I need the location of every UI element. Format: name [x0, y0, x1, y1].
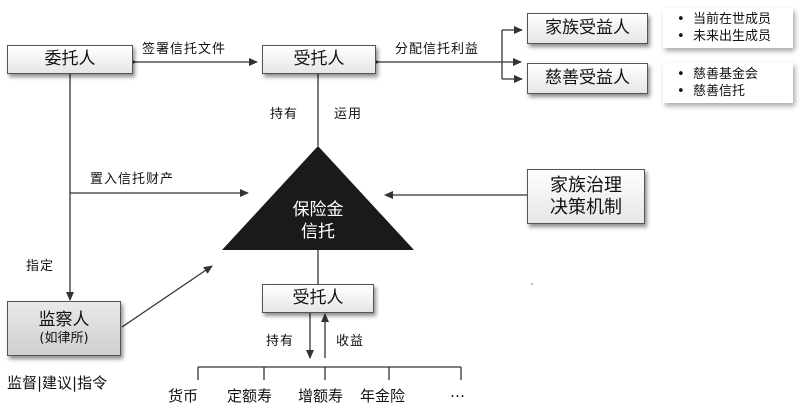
insurance-trust-triangle [222, 146, 414, 250]
family-beneficiary-item: 未来出生成员 [677, 28, 785, 45]
distribute-benefits-label: 分配信托利益 [395, 42, 480, 57]
family-beneficiary-item: 当前在世成员 [677, 11, 785, 28]
settlor-label: 委托人 [44, 49, 96, 70]
product-item: … [450, 383, 465, 401]
family-beneficiary-list: 当前在世成员 未来出生成员 [663, 8, 793, 48]
income-label: 收益 [336, 334, 365, 349]
trustee-top-box: 受托人 [262, 45, 376, 74]
family-governance-line-2: 决策机制 [550, 196, 622, 218]
stray-dot [531, 283, 533, 285]
product-item: 增额寿 [298, 387, 344, 405]
sign-trust-docs-label: 签署信托文件 [142, 42, 227, 57]
charity-beneficiary-item: 慈善信托 [677, 83, 785, 100]
protector-to-trust-connector [121, 265, 213, 328]
charity-beneficiary-item: 慈善基金会 [677, 66, 785, 83]
settlor-box: 委托人 [7, 45, 133, 74]
appoint-label: 指定 [26, 259, 55, 274]
place-trust-property-label: 置入信托财产 [90, 172, 175, 187]
charity-beneficiary-box: 慈善受益人 [527, 63, 648, 94]
family-beneficiary-box: 家族受益人 [527, 13, 648, 44]
trustee-top-label: 受托人 [293, 49, 345, 70]
protector-box: 监察人 (如律所) [7, 301, 121, 356]
charity-beneficiary-list: 慈善基金会 慈善信托 [663, 63, 793, 103]
protector-sub-label: (如律所) [39, 331, 89, 347]
protector-label: 监察人 [38, 309, 90, 330]
family-governance-box: 家族治理 决策机制 [527, 169, 645, 224]
trustee-bottom-label: 受托人 [292, 288, 344, 309]
trustee-bottom-box: 受托人 [262, 284, 374, 313]
protector-roles-text: 监督|建议|指令 [7, 374, 108, 392]
insurance-trust-line-2: 信托 [301, 222, 335, 242]
charity-beneficiary-label: 慈善受益人 [545, 68, 630, 89]
product-item: 年金险 [360, 387, 406, 405]
family-governance-line-1: 家族治理 [550, 174, 622, 196]
insurance-trust-line-1: 保险金 [292, 200, 344, 220]
family-beneficiary-label: 家族受益人 [545, 18, 630, 39]
product-item: 定额寿 [227, 387, 273, 405]
product-item: 货币 [168, 387, 199, 405]
hold-bottom-label: 持有 [266, 334, 295, 349]
use-label: 运用 [334, 107, 363, 122]
insurance-trust-label: 保险金 信托 [278, 199, 358, 243]
hold-top-label: 持有 [270, 107, 299, 122]
